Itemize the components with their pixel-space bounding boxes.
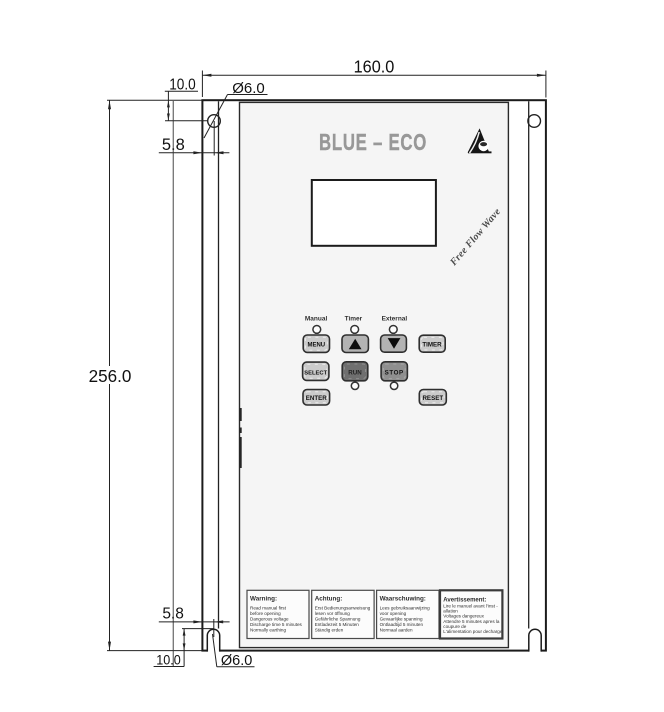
svg-text:Normaal aarden: Normaal aarden (380, 628, 413, 633)
svg-text:allation: allation (443, 608, 458, 613)
svg-text:Warning:: Warning: (250, 595, 277, 602)
svg-text:Avertissement:: Avertissement: (443, 598, 486, 604)
svg-text:Ständig erden: Ständig erden (315, 628, 344, 633)
svg-text:Ø6.0: Ø6.0 (221, 653, 252, 669)
svg-text:Ø6.0: Ø6.0 (232, 80, 265, 97)
svg-text:Lire le manuel avant l'inst -: Lire le manuel avant l'inst - (443, 603, 498, 608)
svg-text:10.0: 10.0 (156, 652, 180, 668)
svg-text:Gefährliche Spannung: Gefährliche Spannung (315, 616, 361, 621)
svg-text:RESET: RESET (422, 395, 443, 402)
svg-text:5.8: 5.8 (162, 605, 184, 622)
svg-text:RUN: RUN (348, 369, 362, 376)
svg-text:Waarschuwing:: Waarschuwing: (380, 595, 426, 602)
svg-text:160.0: 160.0 (354, 57, 395, 77)
svg-text:before opening: before opening (250, 611, 281, 616)
svg-text:Achtung:: Achtung: (315, 595, 343, 602)
svg-text:External: External (382, 316, 408, 323)
svg-text:L'alimentation pour decharge: L'alimentation pour decharge (443, 629, 503, 634)
svg-text:Attendre 5 minutes apres la: Attendre 5 minutes apres la (443, 619, 500, 624)
svg-text:Lees gebruiksaanwijzing: Lees gebruiksaanwijzing (380, 605, 430, 610)
svg-text:coupure de: coupure de (443, 624, 466, 629)
svg-text:Dangerous voltage: Dangerous voltage (250, 616, 289, 621)
svg-text:Manual: Manual (305, 316, 328, 323)
svg-text:Ontlaadtijd 5 minuten: Ontlaadtijd 5 minuten (380, 622, 424, 627)
svg-text:10.0: 10.0 (169, 77, 196, 94)
svg-text:lesen vor öffnung: lesen vor öffnung (315, 611, 351, 616)
svg-text:ENTER: ENTER (306, 395, 328, 402)
svg-text:voor opening: voor opening (380, 611, 407, 616)
svg-text:SELECT: SELECT (304, 370, 327, 376)
svg-text:Entladezeit 5 Minuten: Entladezeit 5 Minuten (315, 622, 360, 627)
svg-text:256.0: 256.0 (89, 366, 132, 387)
svg-text:Erst Bedienungsanweisung: Erst Bedienungsanweisung (315, 605, 371, 610)
svg-text:Discharge time 5 minutes: Discharge time 5 minutes (250, 622, 303, 627)
svg-text:Normally earthing: Normally earthing (250, 628, 286, 633)
svg-text:Voltages dangereux: Voltages dangereux (443, 613, 484, 618)
svg-text:Timer: Timer (345, 316, 363, 323)
svg-text:BLUE – ECO: BLUE – ECO (319, 131, 427, 156)
svg-text:TIMER: TIMER (422, 342, 442, 349)
svg-text:STOP: STOP (385, 369, 404, 376)
svg-text:Read manual first: Read manual first (250, 605, 287, 610)
svg-text:MENU: MENU (307, 342, 325, 348)
svg-text:Gevaarlijke spanning: Gevaarlijke spanning (380, 616, 423, 621)
